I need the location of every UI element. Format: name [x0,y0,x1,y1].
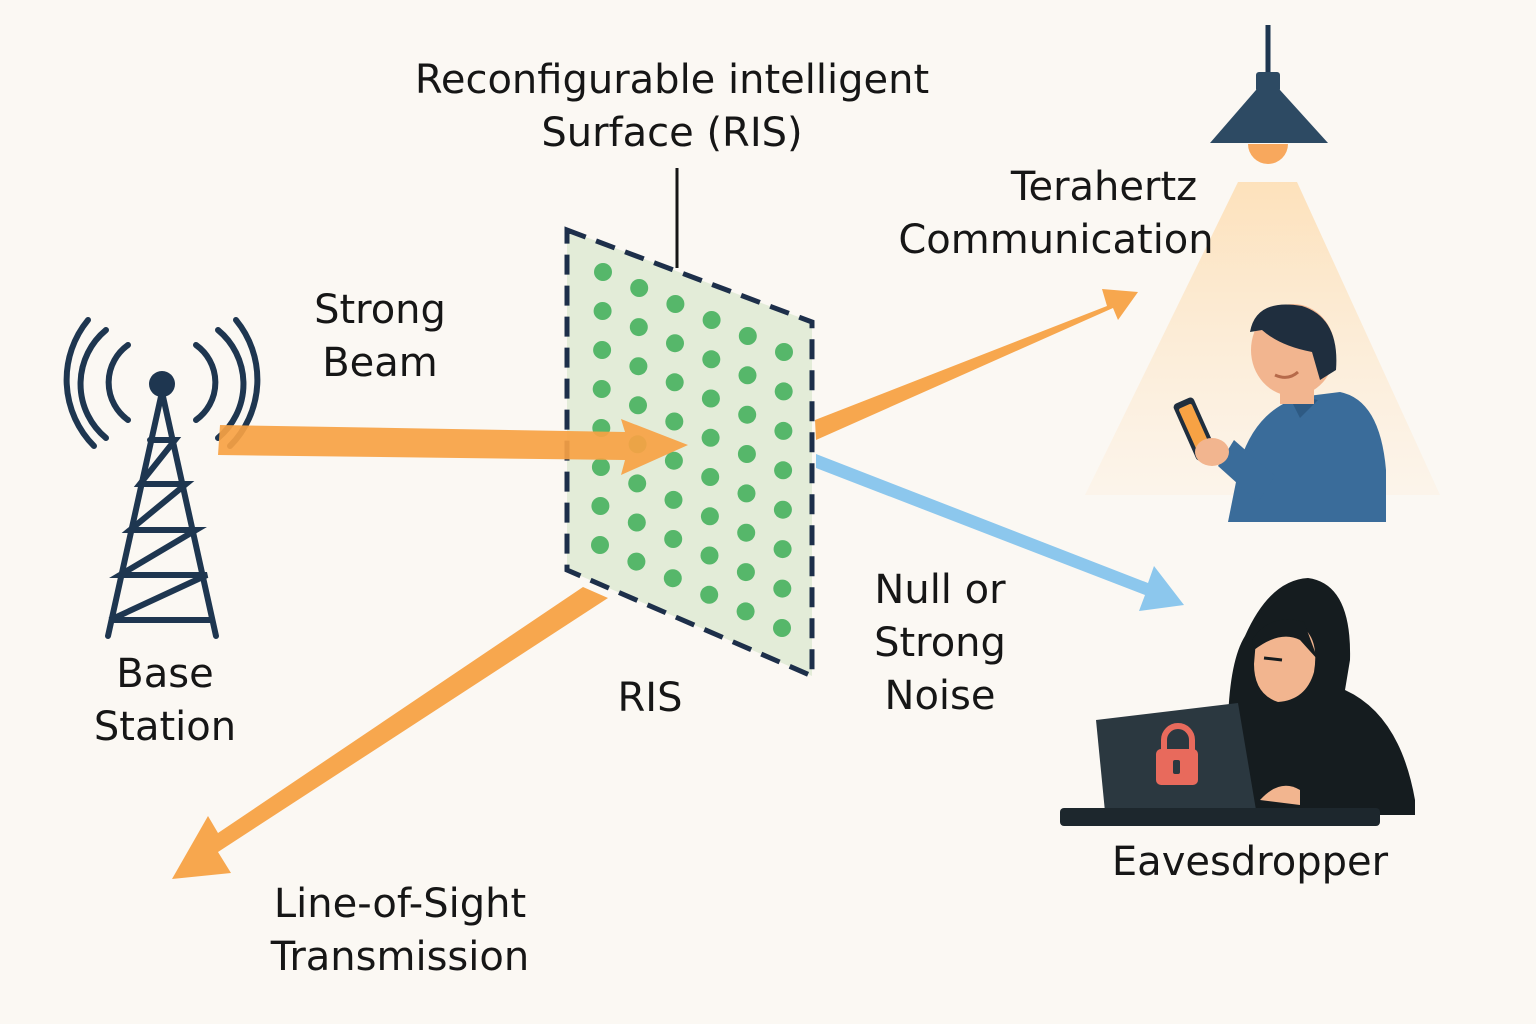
ris-element-dot [594,263,612,281]
ris-label: RIS [617,675,683,721]
ris-elements [591,263,793,637]
ris-element-dot [700,507,719,526]
ris-element-dot [702,350,721,369]
ris-element-dot [775,343,793,361]
ris-element-dot [774,382,793,401]
ris-element-dot [665,373,684,392]
ris-element-dot [738,327,757,345]
ris-element-dot [702,311,721,329]
ris-element-dot [701,468,720,486]
line-of-sight-beam [172,587,608,879]
ris-element-dot [628,474,647,493]
hooded-eavesdropper [1060,578,1415,826]
ris-element-dot [664,530,683,548]
ris-element-dot [736,602,755,621]
ris-element-dot [737,523,756,542]
ris-element-dot [738,405,757,424]
ris-element-dot [627,513,646,532]
radio-tower-icon [63,317,261,639]
ris-element-dot [665,412,684,431]
ris-element-dot [591,497,610,515]
ris-element-dot [629,396,647,415]
eavesdropper-label: Eavesdropper [1111,839,1389,885]
ris-element-dot [774,421,793,440]
ceiling-lamp-icon [1210,25,1328,164]
ris-element-dot [627,552,646,571]
ris-element-dot [666,295,685,313]
ris-element-dot [663,569,682,588]
ris-element-dot [593,302,612,320]
lock-icon [1156,723,1198,785]
ris-element-dot [774,461,793,480]
ris-element-dot [664,490,683,509]
ris-element-dot [737,445,756,463]
ris-element-dot [701,389,720,408]
reflected-beam-to-user [815,289,1138,440]
ris-element-dot [629,318,648,337]
ris-element-dot [664,451,683,470]
ris-element-dot [737,484,756,503]
ris-element-dot [701,428,720,447]
ris-element-dot [591,536,609,554]
ris-element-dot [773,540,792,559]
ris-element-dot [629,357,648,376]
ris-element-dot [773,579,792,598]
ris-element-dot [700,546,719,565]
ris-element-dot [773,619,791,637]
ris-element-dot [736,563,755,582]
ris-element-dot [700,585,719,604]
ris-element-dot [593,341,612,359]
ris-element-dot [773,500,792,519]
ris-element-dot [738,366,757,385]
user-with-phone [1173,304,1386,522]
ris-element-dot [666,334,684,353]
ris-element-dot [592,380,611,398]
noise-beam-to-eavesdropper [816,454,1184,611]
incident-strong-beam [218,419,688,475]
ris-element-dot [630,279,649,297]
ris-element-dot [591,458,610,476]
